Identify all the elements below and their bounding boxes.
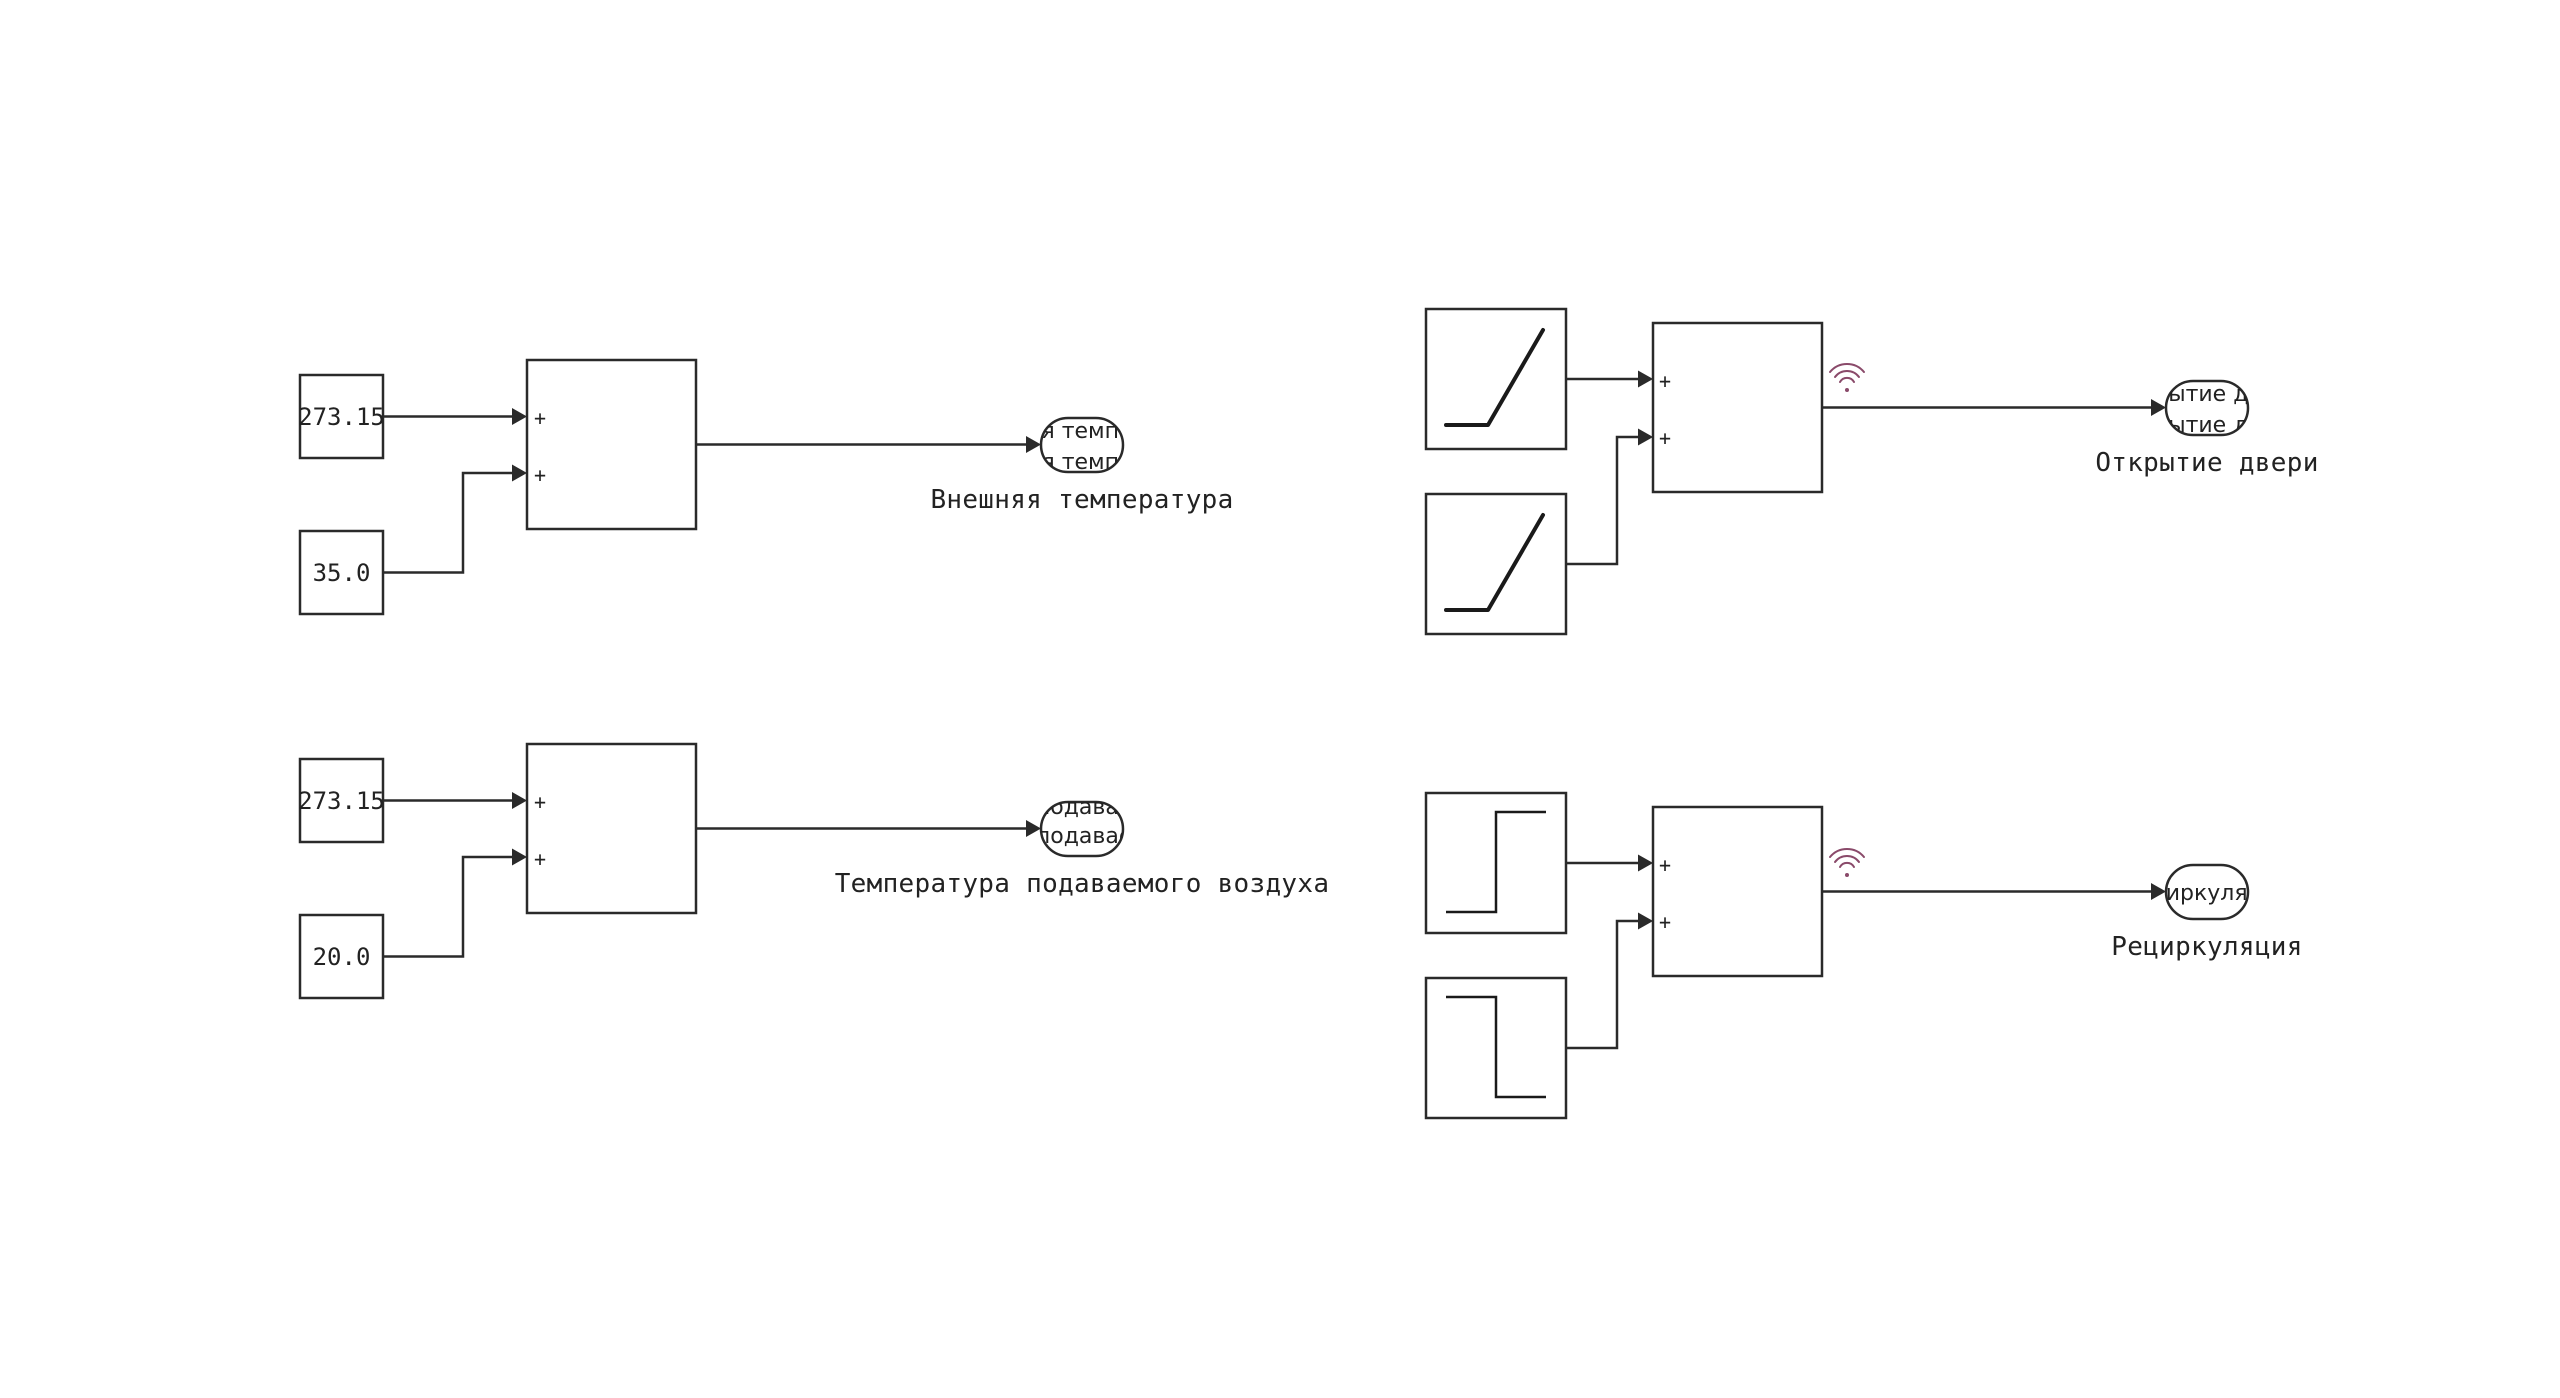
wire-source-b-to-sum[interactable] [1566, 428, 1653, 566]
goto-tag-text-line-2: Открытие двери [2111, 413, 2303, 438]
ramp-icon [1444, 328, 1545, 427]
group-outside-temperature: 273.15 35.0 + + Внешняя температура [298, 358, 1233, 616]
sum-block[interactable]: + + [525, 358, 698, 531]
goto-tag-block[interactable]: Внешняя температура Внешняя температура [951, 416, 1214, 475]
ramp-source-block[interactable] [1424, 492, 1568, 636]
wire-const-b-to-sum[interactable] [383, 464, 527, 574]
goto-tag-block[interactable]: Температура подаваемого воздуха Температ… [876, 795, 1288, 858]
sum-block[interactable]: + + [1651, 805, 1824, 978]
wire-sum-to-goto[interactable] [1822, 883, 2166, 900]
step-down-icon [1446, 995, 1546, 1099]
sum-sign-1: + [1659, 369, 1671, 393]
wire-sum-to-goto[interactable] [696, 436, 1041, 453]
wire-source-b-to-sum[interactable] [1566, 912, 1653, 1050]
constant-block-temperature[interactable]: 20.0 [298, 913, 385, 1000]
wire-sum-to-goto[interactable] [696, 820, 1041, 837]
sum-sign-2: + [1659, 910, 1671, 934]
constant-value: 20.0 [313, 943, 371, 971]
goto-tag-block[interactable]: Рециркуляция [2124, 863, 2290, 921]
goto-tag-block[interactable]: Открытие двери Открытие двери [2111, 379, 2303, 438]
wire-sum-to-goto[interactable] [1822, 399, 2166, 416]
sum-sign-1: + [534, 406, 546, 430]
goto-tag-text-line-1: Температура подаваемого воздуха [876, 795, 1288, 820]
wire-const-b-to-sum[interactable] [383, 848, 527, 958]
goto-tag-text-line-1: Открытие двери [2111, 382, 2303, 407]
step-source-block[interactable] [1424, 791, 1568, 935]
goto-tag-text-line-2: Температура подаваемого воздуха [876, 824, 1288, 849]
signal-wireless-icon [1829, 362, 1865, 392]
wire-source-a-to-sum[interactable] [1566, 854, 1653, 872]
goto-tag-text: Рециркуляция [2124, 881, 2290, 906]
sum-sign-2: + [1659, 426, 1671, 450]
goto-tag-text-line-1: Внешняя температура [951, 419, 1214, 444]
constant-value: 273.15 [298, 403, 385, 431]
goto-tag-label: Рециркуляция [2111, 932, 2302, 962]
constant-value: 273.15 [298, 787, 385, 815]
step-source-block[interactable] [1424, 976, 1568, 1120]
constant-block-temperature[interactable]: 35.0 [298, 529, 385, 616]
goto-tag-label: Внешняя температура [930, 485, 1233, 515]
step-up-icon [1446, 810, 1546, 914]
sum-sign-2: + [534, 847, 546, 871]
goto-tag-text-line-2: Внешняя температура [951, 450, 1214, 475]
wire-const-a-to-sum[interactable] [383, 408, 527, 425]
sum-block[interactable]: + + [525, 742, 698, 915]
constant-block-kelvin-offset[interactable]: 273.15 [298, 373, 385, 460]
ramp-icon [1444, 513, 1545, 612]
sum-sign-2: + [534, 463, 546, 487]
ramp-source-block[interactable] [1424, 307, 1568, 451]
wire-const-a-to-sum[interactable] [383, 792, 527, 809]
wire-source-a-to-sum[interactable] [1566, 370, 1653, 388]
sum-sign-1: + [534, 790, 546, 814]
constant-block-kelvin-offset[interactable]: 273.15 [298, 757, 385, 844]
sum-sign-1: + [1659, 853, 1671, 877]
sum-block[interactable]: + + [1651, 321, 1824, 494]
constant-value: 35.0 [313, 559, 371, 587]
signal-wireless-icon [1829, 847, 1865, 877]
group-recirculation: + + Рециркуляция Рециркуляция [1424, 791, 2302, 1120]
goto-tag-label: Открытие двери [2095, 448, 2318, 478]
group-door-opening: + + Открытие двери Открытие двери [1424, 307, 2318, 636]
group-supply-air-temperature: 273.15 20.0 + + Температура подаваемого … [298, 742, 1330, 1000]
goto-tag-label: Температура подаваемого воздуха [835, 869, 1330, 899]
